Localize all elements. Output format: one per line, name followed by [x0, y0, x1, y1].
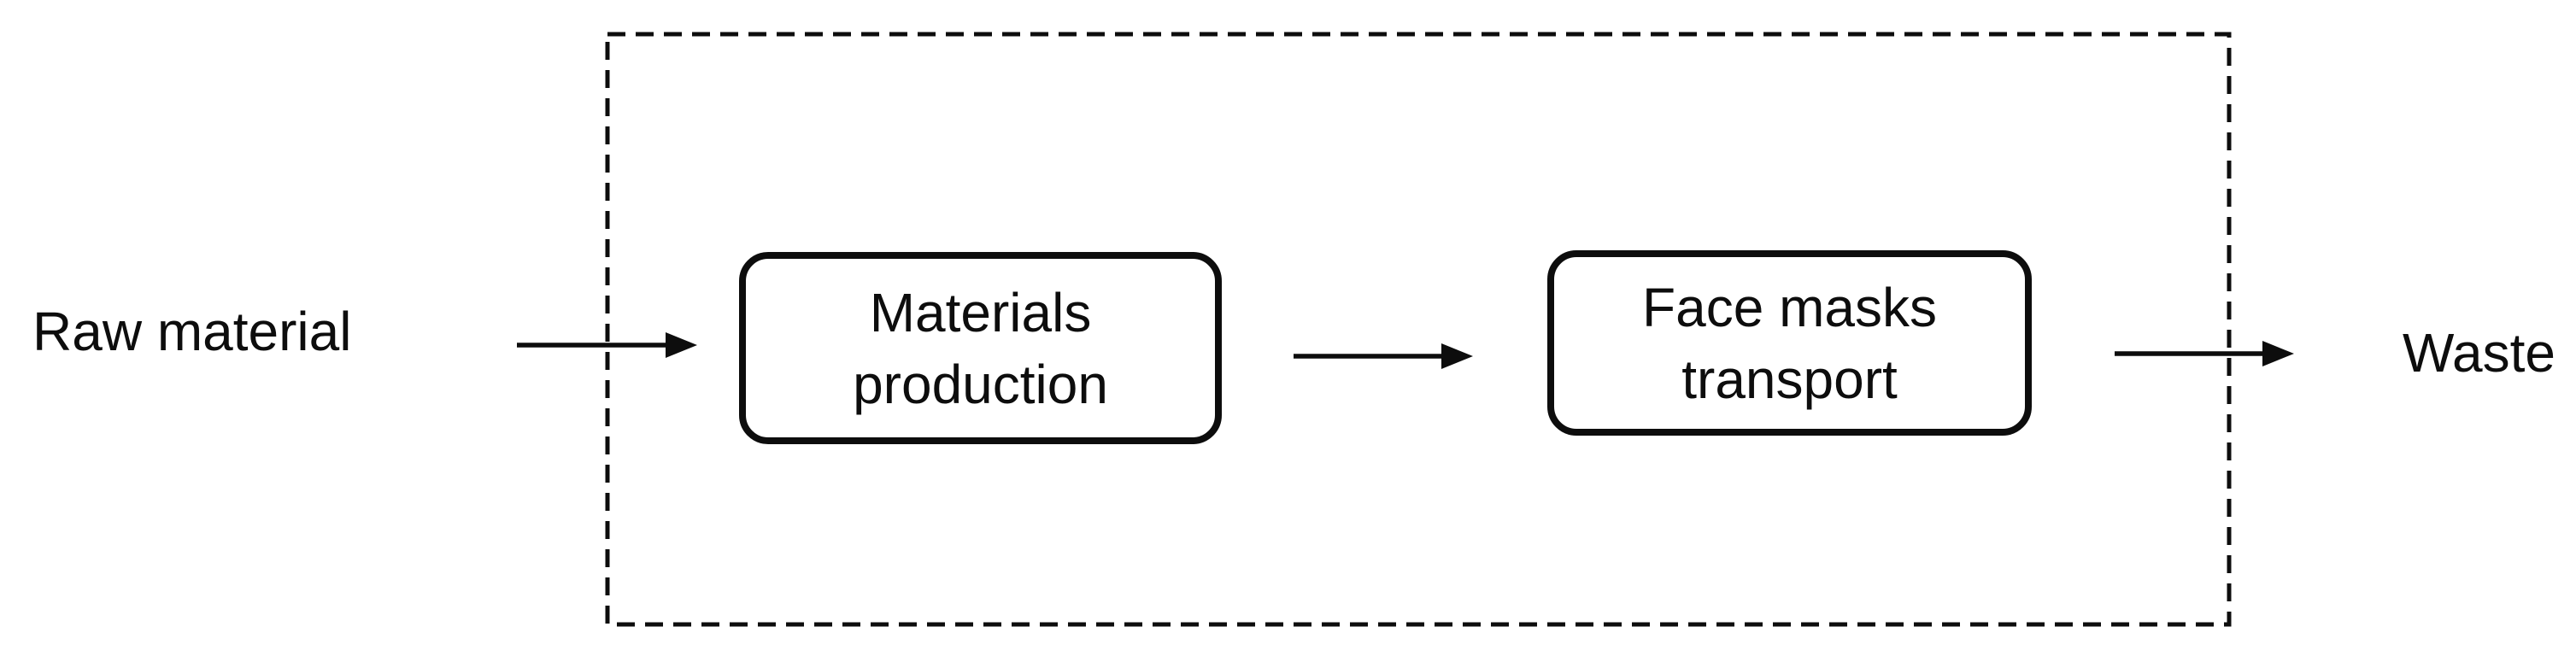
- arrow-right-icon: [1294, 343, 1473, 369]
- process-box-label: Materials production: [853, 281, 1108, 415]
- label-raw-material: Raw material: [32, 301, 352, 362]
- process-box-label: Face masks transport: [1642, 276, 1937, 410]
- label-waste: Waste: [2403, 322, 2555, 384]
- system-boundary-dashed-box: [605, 32, 2232, 627]
- arrow-right-icon: [517, 332, 697, 358]
- process-box-materials-production: Materials production: [739, 252, 1222, 444]
- arrow-right-icon: [2115, 341, 2294, 366]
- process-box-face-masks-transport: Face masks transport: [1547, 250, 2032, 436]
